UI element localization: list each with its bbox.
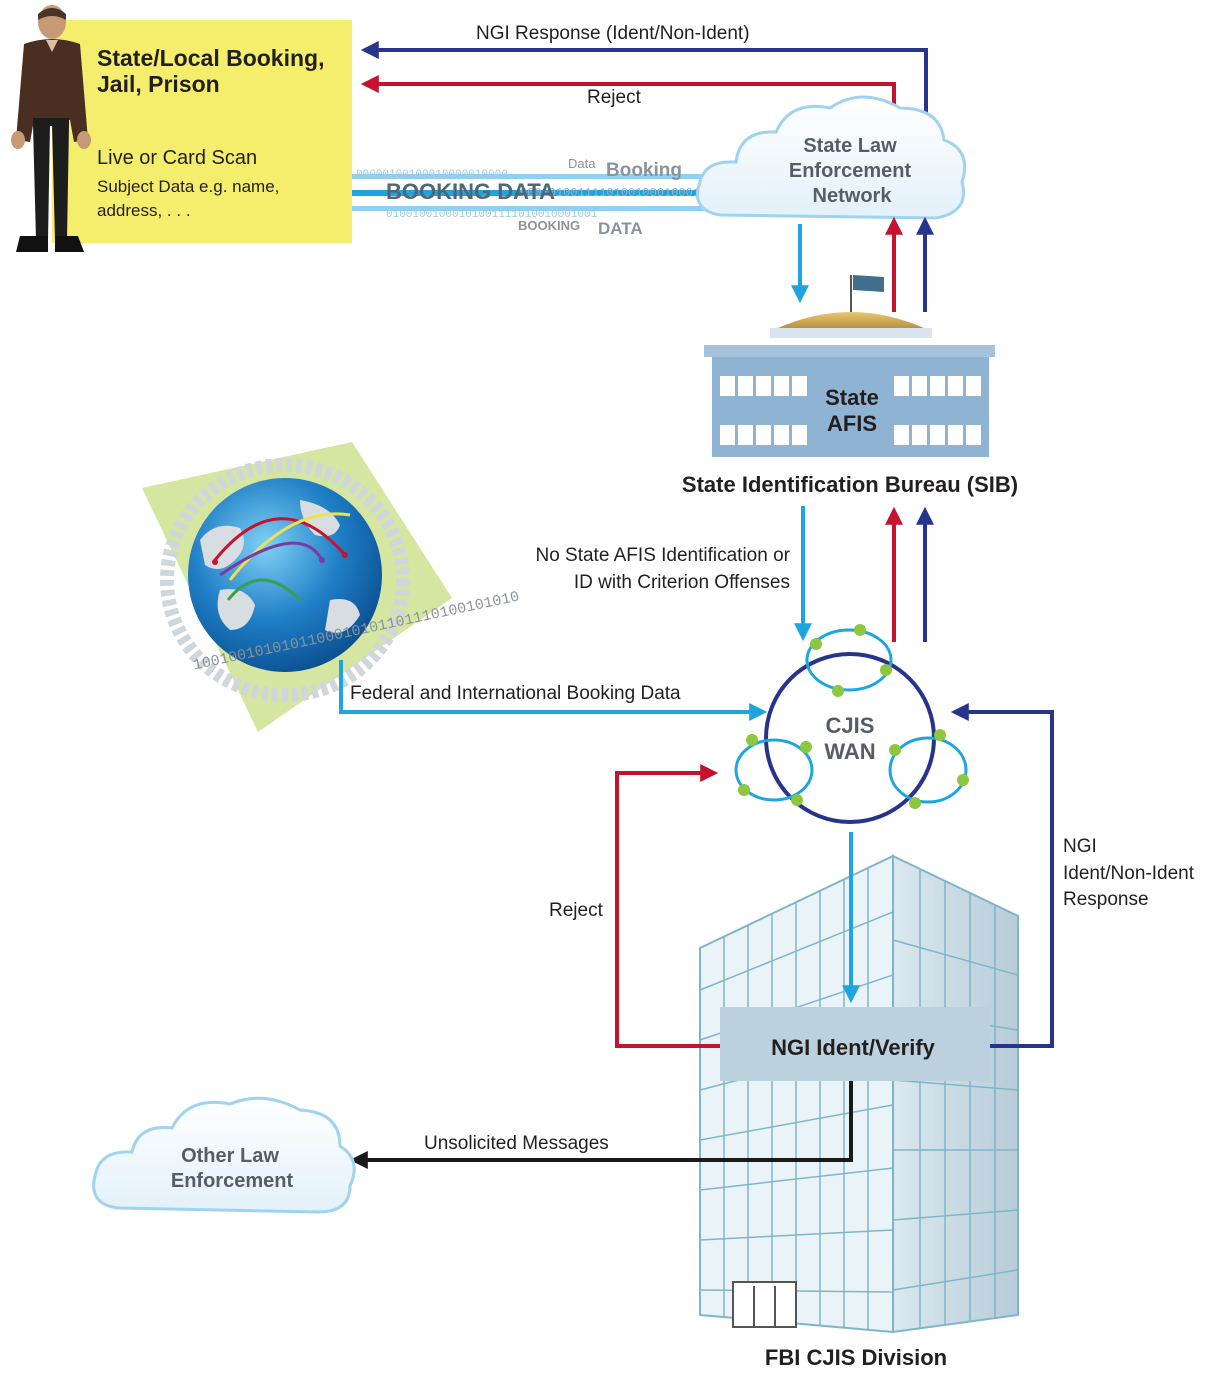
booking-data-big: BOOKING DATA — [386, 179, 555, 204]
state-afis-line2: AFIS — [827, 411, 877, 436]
federal-booking-arrow — [339, 660, 768, 721]
other-le-cloud: Other Law Enforcement — [92, 1096, 356, 1214]
fbi-caption: FBI CJIS Division — [765, 1345, 947, 1370]
cjis-wan-line1: CJIS — [826, 713, 875, 738]
cjis-wan-line2: WAN — [824, 739, 875, 764]
booking-line2: Subject Data e.g. name, — [97, 177, 279, 196]
sib-label-line1: No State AFIS Identification or — [535, 545, 790, 566]
other-le-line1: Other Law — [181, 1145, 279, 1167]
ngi-response-lower-line3: Response — [1063, 889, 1149, 910]
state-network-line2: Enforcement — [789, 160, 912, 182]
data-word-top: Data — [568, 156, 596, 171]
unsolicited-label: Unsolicited Messages — [424, 1133, 609, 1154]
bits-bottom: 01001001000101001111010010001001 — [386, 209, 598, 221]
network-ring-icon — [734, 624, 969, 824]
booking-data-stream: 00000100100010000010000 0001010011110100… — [352, 156, 782, 238]
state-network-line1: State Law — [803, 135, 897, 157]
data-word-bottom: DATA — [598, 219, 643, 238]
person-icon — [11, 5, 91, 252]
unsolicited-arrow — [349, 1081, 853, 1169]
ngi-response-arrow — [360, 41, 928, 130]
ngi-response-lower-line1: NGI — [1063, 836, 1097, 857]
skyscraper-icon — [699, 854, 1019, 1334]
booking-box — [52, 20, 352, 243]
state-network-cloud: State Law Enforcement Network — [696, 95, 967, 220]
booking-word-top: Booking — [606, 160, 682, 181]
reject-arrow-top — [360, 75, 896, 110]
other-le-line2: Enforcement — [171, 1170, 294, 1192]
reject-label-lower: Reject — [549, 900, 604, 921]
cloud-icon — [92, 1096, 356, 1214]
sib-label-line2: ID with Criterion Offenses — [574, 572, 790, 593]
state-network-line3: Network — [813, 185, 893, 207]
booking-line3: address, . . . — [97, 201, 191, 220]
flag-icon — [853, 275, 884, 292]
bits-top: 00000100100010000010000 — [356, 169, 508, 181]
afis-windows — [720, 376, 981, 445]
cloud-icon — [696, 95, 967, 220]
state-afis-caption: State Identification Bureau (SIB) — [682, 472, 1018, 497]
ngi-response-lower-arrow — [950, 703, 1054, 1048]
booking-title-line2: Jail, Prison — [97, 71, 220, 97]
booking-title-line1: State/Local Booking, — [97, 45, 324, 71]
booking-line1: Live or Card Scan — [97, 147, 257, 169]
state-afis-line1: State — [825, 385, 879, 410]
ngi-ident-verify-box — [720, 1007, 990, 1081]
federal-booking-label: Federal and International Booking Data — [350, 683, 681, 704]
reject-label-top: Reject — [587, 87, 642, 108]
ngi-ident-verify-label: NGI Ident/Verify — [771, 1035, 936, 1060]
ngi-response-label: NGI Response (Ident/Non-Ident) — [476, 23, 750, 44]
reject-arrow-lower — [615, 764, 720, 1048]
booking-word-bottom: BOOKING — [518, 218, 580, 233]
ngi-response-lower-line2: Ident/Non-Ident — [1063, 863, 1195, 884]
bits-mid: 0001010011110100100010001 — [520, 186, 700, 200]
